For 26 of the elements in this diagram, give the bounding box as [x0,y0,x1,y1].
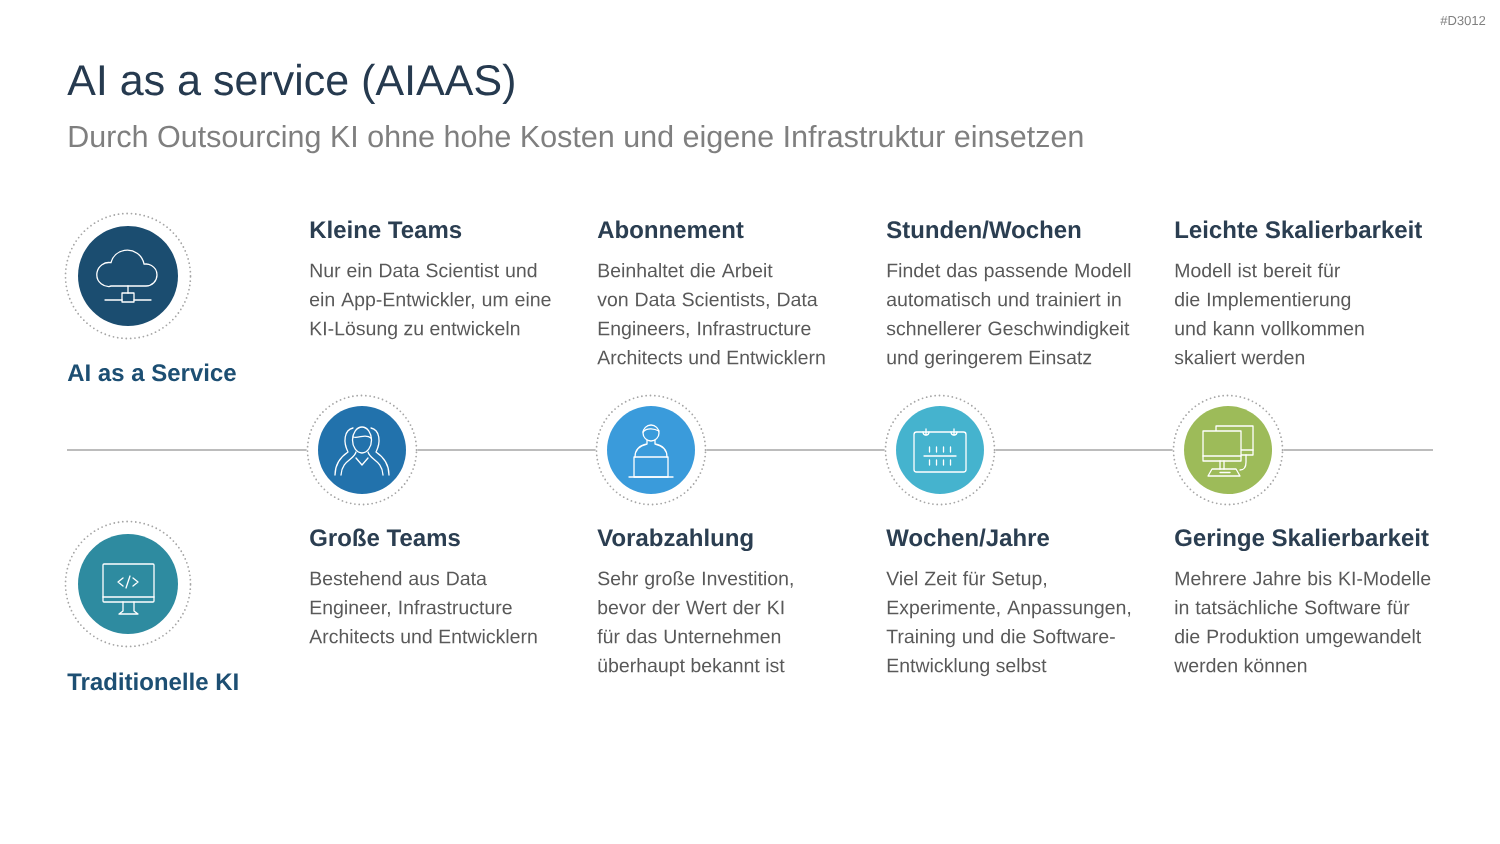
column-heading: Abonnement [597,220,744,239]
reference-code: #D3012 [1440,15,1486,26]
timeline-line [994,449,1174,451]
category-heading: AI as a Service [67,363,236,382]
column-heading: Große Teams [310,528,460,547]
column-heading: Kleine Teams [310,220,462,239]
description-text: Mehrere Jahre bis KI-Modelle in tatsächliche Software für die Produktion umgewandelt werden können [1174,571,1431,673]
column-heading: Vorabzahlung [597,528,753,552]
description-text: Viel Zeit für Setup, Experimente, Anpassungen, Training und die Software-Entwicklung selbst [886,571,1131,677]
description-text: Modell ist bereit für die Implementierung und kann vollkommen skaliert werden [1174,263,1364,365]
category-heading: Traditionelle KI [67,672,238,691]
timeline-line [705,449,886,451]
description-text: Beinhaltet die Arbeit von Data Scientists, Data Engineers, Infrastructure Architects und Entwicklern [597,263,825,365]
column-heading: Geringe Skalierbarkeit [1175,528,1429,552]
column-heading: Wochen/Jahre [886,528,1049,547]
subtitle: Durch Outsourcing KI ohne hohe Kosten und eigene Infrastruktur einsetzen [69,124,1083,154]
column-heading: Leichte Skalierbarkeit [1175,220,1422,239]
description-text: Bestehend aus Data Engineer, Infrastructure Architects und Entwicklern [309,571,537,644]
title: AI as a service (AIAAS) [67,63,514,104]
timeline-line [416,449,597,451]
description-text: Findet das passende Modell automatisch und trainiert in schnellerer Geschwindigkeit und geringerem Einsatz [886,263,1131,369]
description-text: Sehr große Investition, bevor der Wert der KI für das Unternehmen überhaupt bekannt ist [597,571,793,677]
timeline-line [1282,449,1434,451]
description-text: Nur ein Data Scientist und ein App-Entwickler, um eine KI-Lösung zu entwickeln [310,263,551,340]
timeline-line [66,449,308,451]
column-heading: Stunden/Wochen [886,220,1081,239]
